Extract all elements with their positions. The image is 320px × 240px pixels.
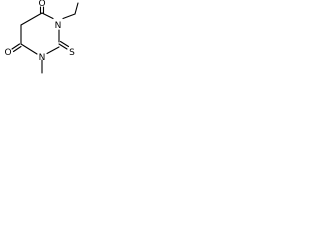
bond-ch2-ch3 bbox=[74, 2, 79, 15]
bond-c4-n3 bbox=[41, 12, 54, 20]
atom-o-top: O bbox=[38, 0, 45, 9]
bond-c2-s-a bbox=[58, 43, 68, 50]
bond-c6-o-bottom-a bbox=[11, 43, 21, 50]
bond-c2-n1 bbox=[46, 46, 60, 55]
bond-n3-ch2 bbox=[62, 13, 76, 20]
bond-c2-s-b bbox=[59, 40, 70, 48]
atom-n-methyl: N bbox=[39, 53, 46, 63]
atom-o-bottom: O bbox=[4, 48, 11, 58]
bond-c4-c5 bbox=[20, 12, 43, 26]
bond-n1-c6 bbox=[20, 43, 38, 55]
atom-n-ethyl: N bbox=[55, 21, 62, 31]
molecule-diagram: O N S N O bbox=[4, 0, 79, 74]
atom-s-thione: S bbox=[69, 48, 75, 58]
bond-c6-o-bottom-b bbox=[12, 45, 22, 53]
